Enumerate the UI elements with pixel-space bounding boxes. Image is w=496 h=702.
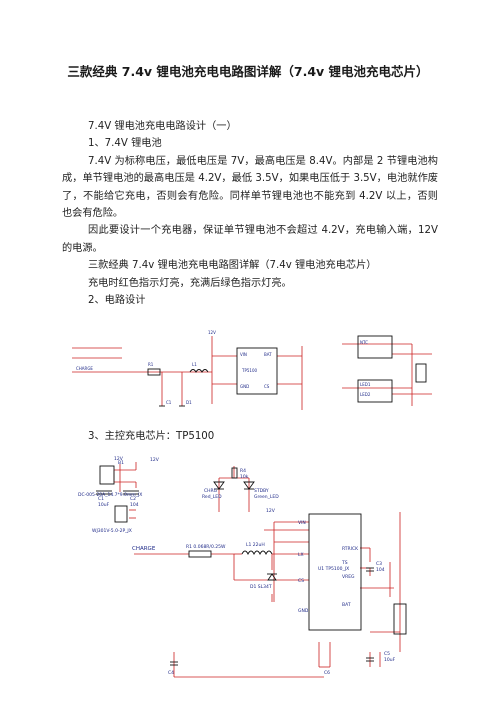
paragraph-charger: 因此要设计一个充电器，保证单节锂电池不会超过 4.2V，充电输入端，12V 的电… [62, 225, 438, 254]
chip-section: 3、主控充电芯片：TP5100 [62, 428, 438, 445]
led-red [213, 481, 225, 490]
label-12v: 12V [208, 330, 216, 335]
label-rtrick: RTRICK [342, 546, 359, 552]
tp5100-schematic: B1 12V DC-005-20A_14.7*9.0mm_JX WJ301V-5… [74, 452, 436, 697]
resistor-r1-2 [188, 550, 212, 558]
label-vred: VREG [342, 574, 355, 580]
label-c3-value: 104 [376, 567, 385, 573]
label-r1-2: R1 0.068R/0.25W [186, 544, 226, 550]
tp5100-chip [308, 513, 362, 631]
label-cs: CS [264, 384, 270, 389]
label-pin-vin: VIN [298, 520, 306, 526]
label-c1: C1 [166, 400, 172, 405]
label-charge: CHARGE [76, 366, 93, 371]
label-c2: C2 [130, 496, 136, 502]
label-charge-in: CHARGE [132, 546, 156, 552]
label-stdby: STDBY [254, 488, 269, 494]
label-red-led: Red_LED [202, 494, 222, 500]
label-led2: LED2 [360, 392, 371, 397]
label-r4: R4 [240, 468, 246, 474]
paragraph-battery: 7.4V 为标称电压，最低电压是 7V，最高电压是 8.4V。内部是 2 节锂电… [62, 155, 438, 220]
label-bat-pin: BAT [342, 602, 351, 608]
label-ntc: NTC [360, 340, 368, 345]
inductor-l1-2 [241, 550, 273, 556]
label-chip: TP5100 [241, 368, 257, 373]
chip-body [236, 347, 278, 395]
label-c4: C4 [168, 670, 174, 676]
resistor-r4 [231, 467, 238, 479]
label-dc-jack: DC-005-20A_14.7*9.0mm_JX [78, 492, 142, 498]
label-bat: BAT [264, 352, 272, 357]
label-c1: C1 [98, 496, 104, 502]
charge-ic-a [357, 335, 393, 359]
label-r4-value: 10k [240, 474, 249, 480]
label-terminal: WJ301V-5.0-2P_JX [92, 528, 132, 534]
label-green-led: Green_LED [254, 494, 279, 500]
label-pin-lx: LX [298, 552, 304, 558]
paragraph-indicator: 充电时红色指示灯亮，充满后绿色指示灯亮。 [88, 277, 292, 289]
resistor-r1 [147, 368, 161, 376]
label-c2-value: 104 [130, 502, 139, 508]
label-d1: D1 [186, 400, 192, 405]
label-u1: U1 TP5100_JX [318, 566, 349, 572]
terminal-d5 [114, 505, 128, 523]
section-heading-3: 2、电路设计 [88, 295, 146, 307]
label-r1: R1 [148, 362, 154, 367]
connector [415, 363, 427, 383]
label-c1-value: 10uF [98, 502, 110, 508]
label-12v-1: 12V [150, 457, 160, 463]
label-ts: TS [341, 560, 348, 566]
section-heading-2: 1、7.4V 锂电池 [88, 138, 162, 150]
label-l1: L1 [192, 362, 197, 367]
label-gnd: GND [240, 384, 249, 389]
label-12v-2: 12V [114, 456, 124, 462]
label-led1: LED1 [360, 382, 371, 387]
label-c5: C5 [384, 651, 390, 657]
inductor-l1 [189, 369, 209, 373]
label-l1-2: L1 22uH [246, 542, 265, 548]
paragraph-title-repeat: 三款经典 7.4v 锂电池充电电路图详解（7.4v 锂电池充电芯片） [88, 260, 377, 272]
label-b1: B1 [118, 460, 124, 466]
dc-jack-b1 [99, 465, 115, 485]
label-vin: VIN [240, 352, 247, 357]
label-chrg: CHRG [204, 488, 218, 494]
charge-output [393, 603, 407, 635]
label-d1-2: D1 SL34T [250, 584, 272, 590]
document-title: 三款经典 7.4v 锂电池充电电路图详解（7.4v 锂电池充电芯片） [67, 64, 429, 79]
intro-section: 7.4V 锂电池充电电路设计（一） 1、7.4V 锂电池 7.4V 为标称电压，… [62, 118, 438, 309]
circuit-schematic-overview: CHARGE 12V VIN GND BAT CS NTC TP5100 LED… [62, 326, 442, 420]
label-pin-gnd: GND [298, 608, 309, 614]
charge-ic-b [357, 379, 393, 403]
label-c3: C3 [376, 561, 382, 567]
section-heading-4: 3、主控充电芯片：TP5100 [88, 431, 215, 442]
label-c6: C6 [324, 670, 330, 676]
label-pin-cs: CS [298, 578, 304, 584]
led-green [243, 481, 255, 490]
section-heading-1: 7.4V 锂电池充电电路设计（一） [88, 121, 237, 132]
label-12v-3: 12V [266, 508, 276, 514]
label-c5-value: 10uF [384, 657, 396, 663]
diode-d1 [267, 573, 277, 581]
